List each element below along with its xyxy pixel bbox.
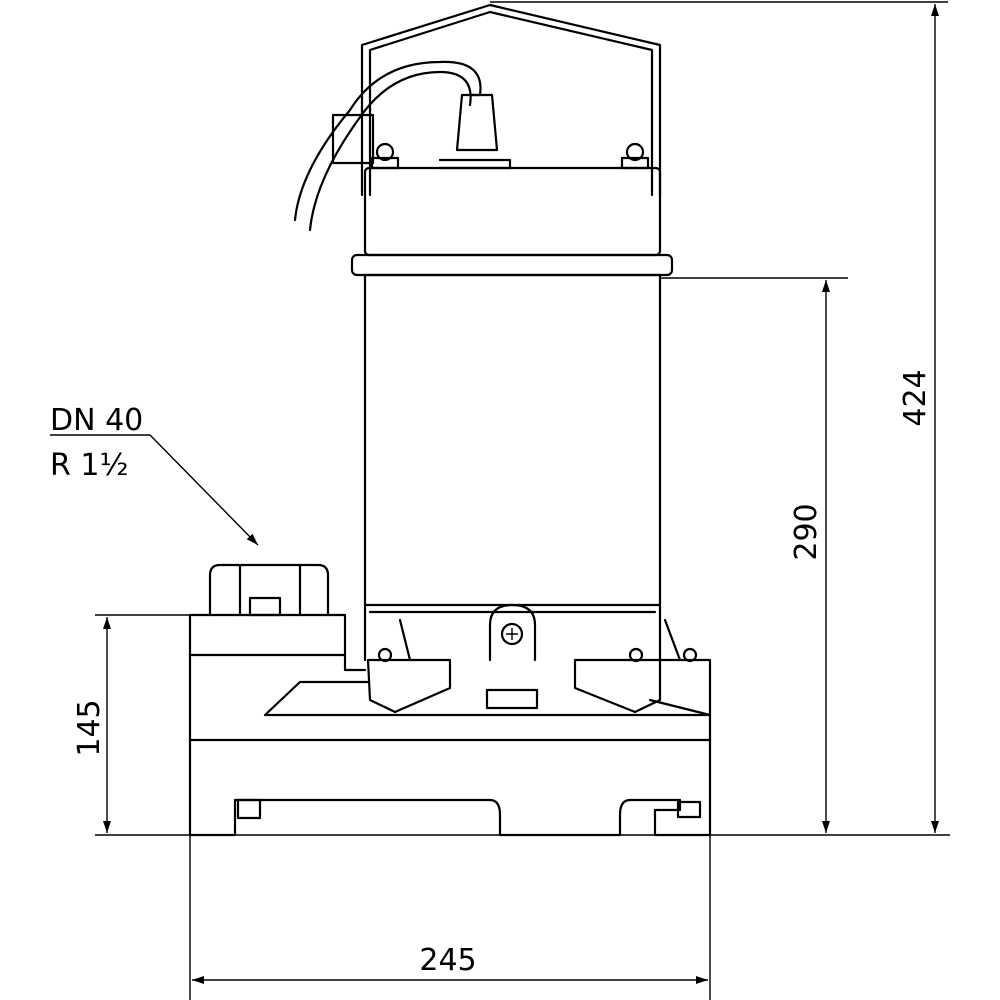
outlet-thread-label: R 1½ bbox=[50, 448, 129, 483]
motor-housing bbox=[363, 273, 662, 607]
pump-base bbox=[188, 613, 712, 837]
pump-body bbox=[188, 3, 712, 837]
cable-clamp bbox=[331, 113, 375, 165]
power-cable bbox=[293, 60, 482, 232]
outlet-nominal-label: DN 40 bbox=[50, 403, 143, 438]
dim-motor-height: 290 bbox=[789, 503, 824, 560]
motor-cap bbox=[363, 166, 662, 257]
outlet-leader-arrow bbox=[149, 434, 259, 546]
lifting-lug bbox=[488, 603, 537, 662]
discharge-outlet bbox=[208, 563, 330, 617]
motor-ring bbox=[350, 253, 674, 277]
dimension-lines bbox=[50, 1, 950, 1000]
dim-total-height: 424 bbox=[898, 369, 933, 426]
dim-width: 245 bbox=[419, 943, 476, 978]
dim-base-height: 145 bbox=[72, 699, 107, 756]
